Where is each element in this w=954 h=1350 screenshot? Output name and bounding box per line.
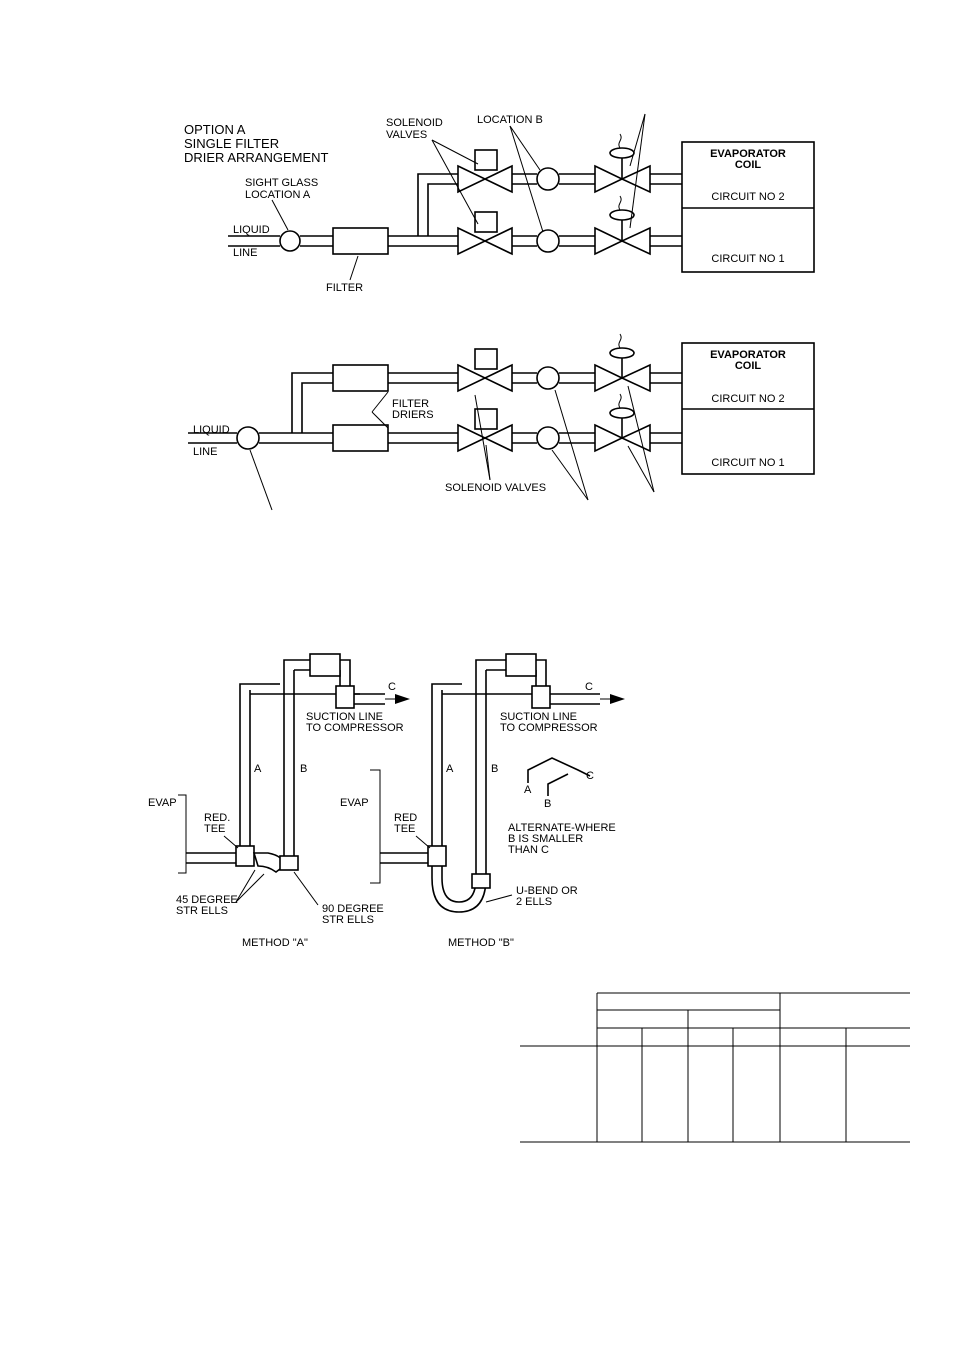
ubend-label-2: 2 ELLS — [516, 896, 552, 908]
c-label-inset: C — [586, 770, 594, 782]
solenoid-valve-bottom — [457, 226, 487, 256]
sight-glass-label-1: SIGHT GLASS — [245, 177, 318, 189]
filter-drier-bottom — [332, 424, 389, 452]
c-label-a: C — [388, 681, 396, 693]
solenoid-valve-bottom-2 — [457, 423, 487, 453]
filter-driers-label-2: DRIERS — [392, 409, 434, 421]
suction-label-a-1: SUCTION LINE — [306, 711, 383, 723]
alternate-label-3: THAN C — [508, 844, 549, 856]
red-tee-b-1: RED — [394, 812, 417, 824]
a-label-a: A — [254, 763, 262, 775]
deg45-label-1: 45 DEGREE — [176, 894, 238, 906]
option-a-title-1: OPTION A — [184, 122, 246, 137]
location-b-label: LOCATION B — [477, 114, 543, 126]
ubend-label-1: U-BEND OR — [516, 885, 578, 897]
option-b-diagram: LIQUID LINE FILTER DRIERS SOLENOID VALVE… — [188, 333, 815, 511]
b-label-inset: B — [544, 798, 551, 810]
suction-label-b-2: TO COMPRESSOR — [500, 722, 598, 734]
deg90-label-2: STR ELLS — [322, 914, 374, 926]
c-label-b: C — [585, 681, 593, 693]
coil-label-2: COIL — [735, 159, 762, 171]
sight-glass-main — [236, 426, 260, 450]
method-b-label: METHOD "B" — [448, 937, 514, 949]
filter-label: FILTER — [326, 282, 363, 294]
method-a-label: METHOD "A" — [242, 937, 308, 949]
option-a-title-3: DRIER ARRANGEMENT — [184, 150, 329, 165]
empty-table-grid — [520, 992, 910, 1143]
sight-glass-b-top — [536, 167, 560, 191]
b-label-a: B — [300, 763, 307, 775]
suction-label-b-1: SUCTION LINE — [500, 711, 577, 723]
filter-driers-label-1: FILTER — [392, 398, 429, 410]
a-label-b: A — [446, 763, 454, 775]
suction-riser-diagram: EVAP C SUCTION LINE TO COMPRESSOR A B RE… — [148, 653, 625, 949]
solenoid-valve-top — [457, 164, 487, 194]
solenoid-valves-label: SOLENOID VALVES — [445, 482, 546, 494]
deg45-label-2: STR ELLS — [176, 905, 228, 917]
circuit-2-label-2: CIRCUIT NO 2 — [711, 393, 784, 405]
evap-label-b: EVAP — [340, 797, 369, 809]
solenoid-valve-top-2 — [457, 363, 487, 393]
alternate-label-1: ALTERNATE-WHERE — [508, 822, 616, 834]
sight-glass-a — [279, 230, 301, 252]
line-label: LINE — [233, 247, 257, 259]
red-tee-b-2: TEE — [394, 823, 415, 835]
sight-glass-label-2: LOCATION A — [245, 189, 311, 201]
sight-glass-b-bottom — [536, 229, 560, 253]
alternate-label-2: B IS SMALLER — [508, 833, 583, 845]
filter-drier-top — [332, 364, 389, 392]
red-tee-a-2: TEE — [204, 823, 225, 835]
option-a-title-2: SINGLE FILTER — [184, 136, 279, 151]
liquid-label-2: LIQUID — [193, 424, 230, 436]
filter-drier — [332, 227, 389, 255]
red-tee-a-1: RED. — [204, 812, 230, 824]
line-label-2: LINE — [193, 446, 217, 458]
circuit-1-label-2: CIRCUIT NO 1 — [711, 457, 784, 469]
expansion-valve-bottom — [594, 226, 624, 256]
expansion-valve-top — [594, 164, 624, 194]
solenoid-label-2: VALVES — [386, 129, 427, 141]
solenoid-label-1: SOLENOID — [386, 117, 443, 129]
evap-label-a: EVAP — [148, 797, 177, 809]
coil-label-3: EVAPORATOR — [710, 349, 786, 361]
b-label-b: B — [491, 763, 498, 775]
circuit-2-label: CIRCUIT NO 2 — [711, 191, 784, 203]
deg90-label-1: 90 DEGREE — [322, 903, 384, 915]
circuit-1-label: CIRCUIT NO 1 — [711, 253, 784, 265]
suction-label-a-2: TO COMPRESSOR — [306, 722, 404, 734]
a-label-inset: A — [524, 784, 532, 796]
coil-label-4: COIL — [735, 360, 762, 372]
evaporator-coil-top — [681, 141, 815, 273]
liquid-label: LIQUID — [233, 224, 270, 236]
coil-label-1: EVAPORATOR — [710, 148, 786, 160]
option-a-diagram: OPTION A SINGLE FILTER DRIER ARRANGEMENT… — [184, 113, 815, 294]
